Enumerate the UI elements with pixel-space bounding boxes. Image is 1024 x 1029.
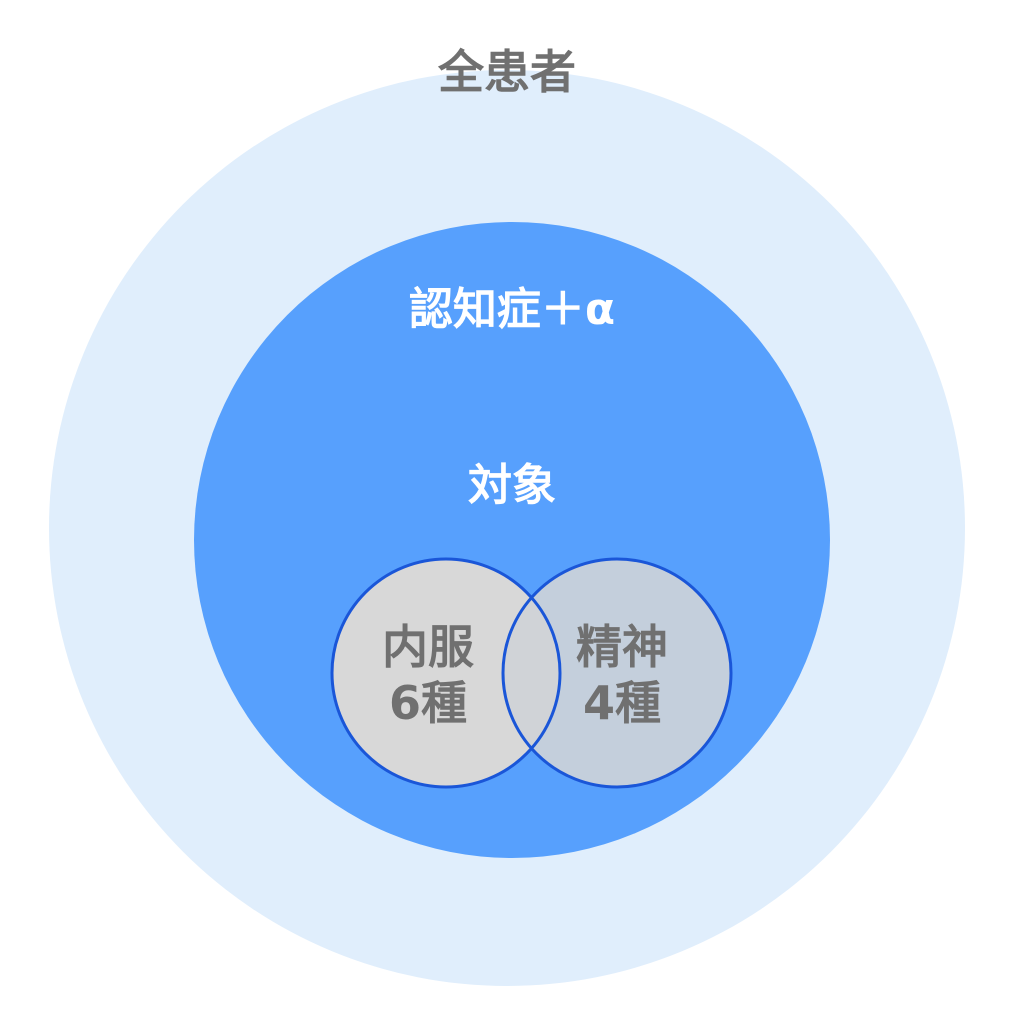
venn-circle-psychiatric [503, 559, 731, 787]
venn-outline-psychiatric [501, 557, 733, 789]
venn-circle-internal [332, 559, 560, 787]
label-dementia-plus: 認知症＋α [409, 284, 615, 335]
label-psych-line1: 精神 [576, 620, 668, 674]
label-internal-line2: 6種 [389, 676, 467, 730]
label-all-patients: 全患者 [437, 45, 576, 99]
label-psych-line2: 4種 [583, 676, 661, 730]
label-internal-line1: 内服 [382, 620, 474, 674]
label-target: 対象 [468, 460, 556, 511]
venn-outline-internal [330, 557, 562, 789]
